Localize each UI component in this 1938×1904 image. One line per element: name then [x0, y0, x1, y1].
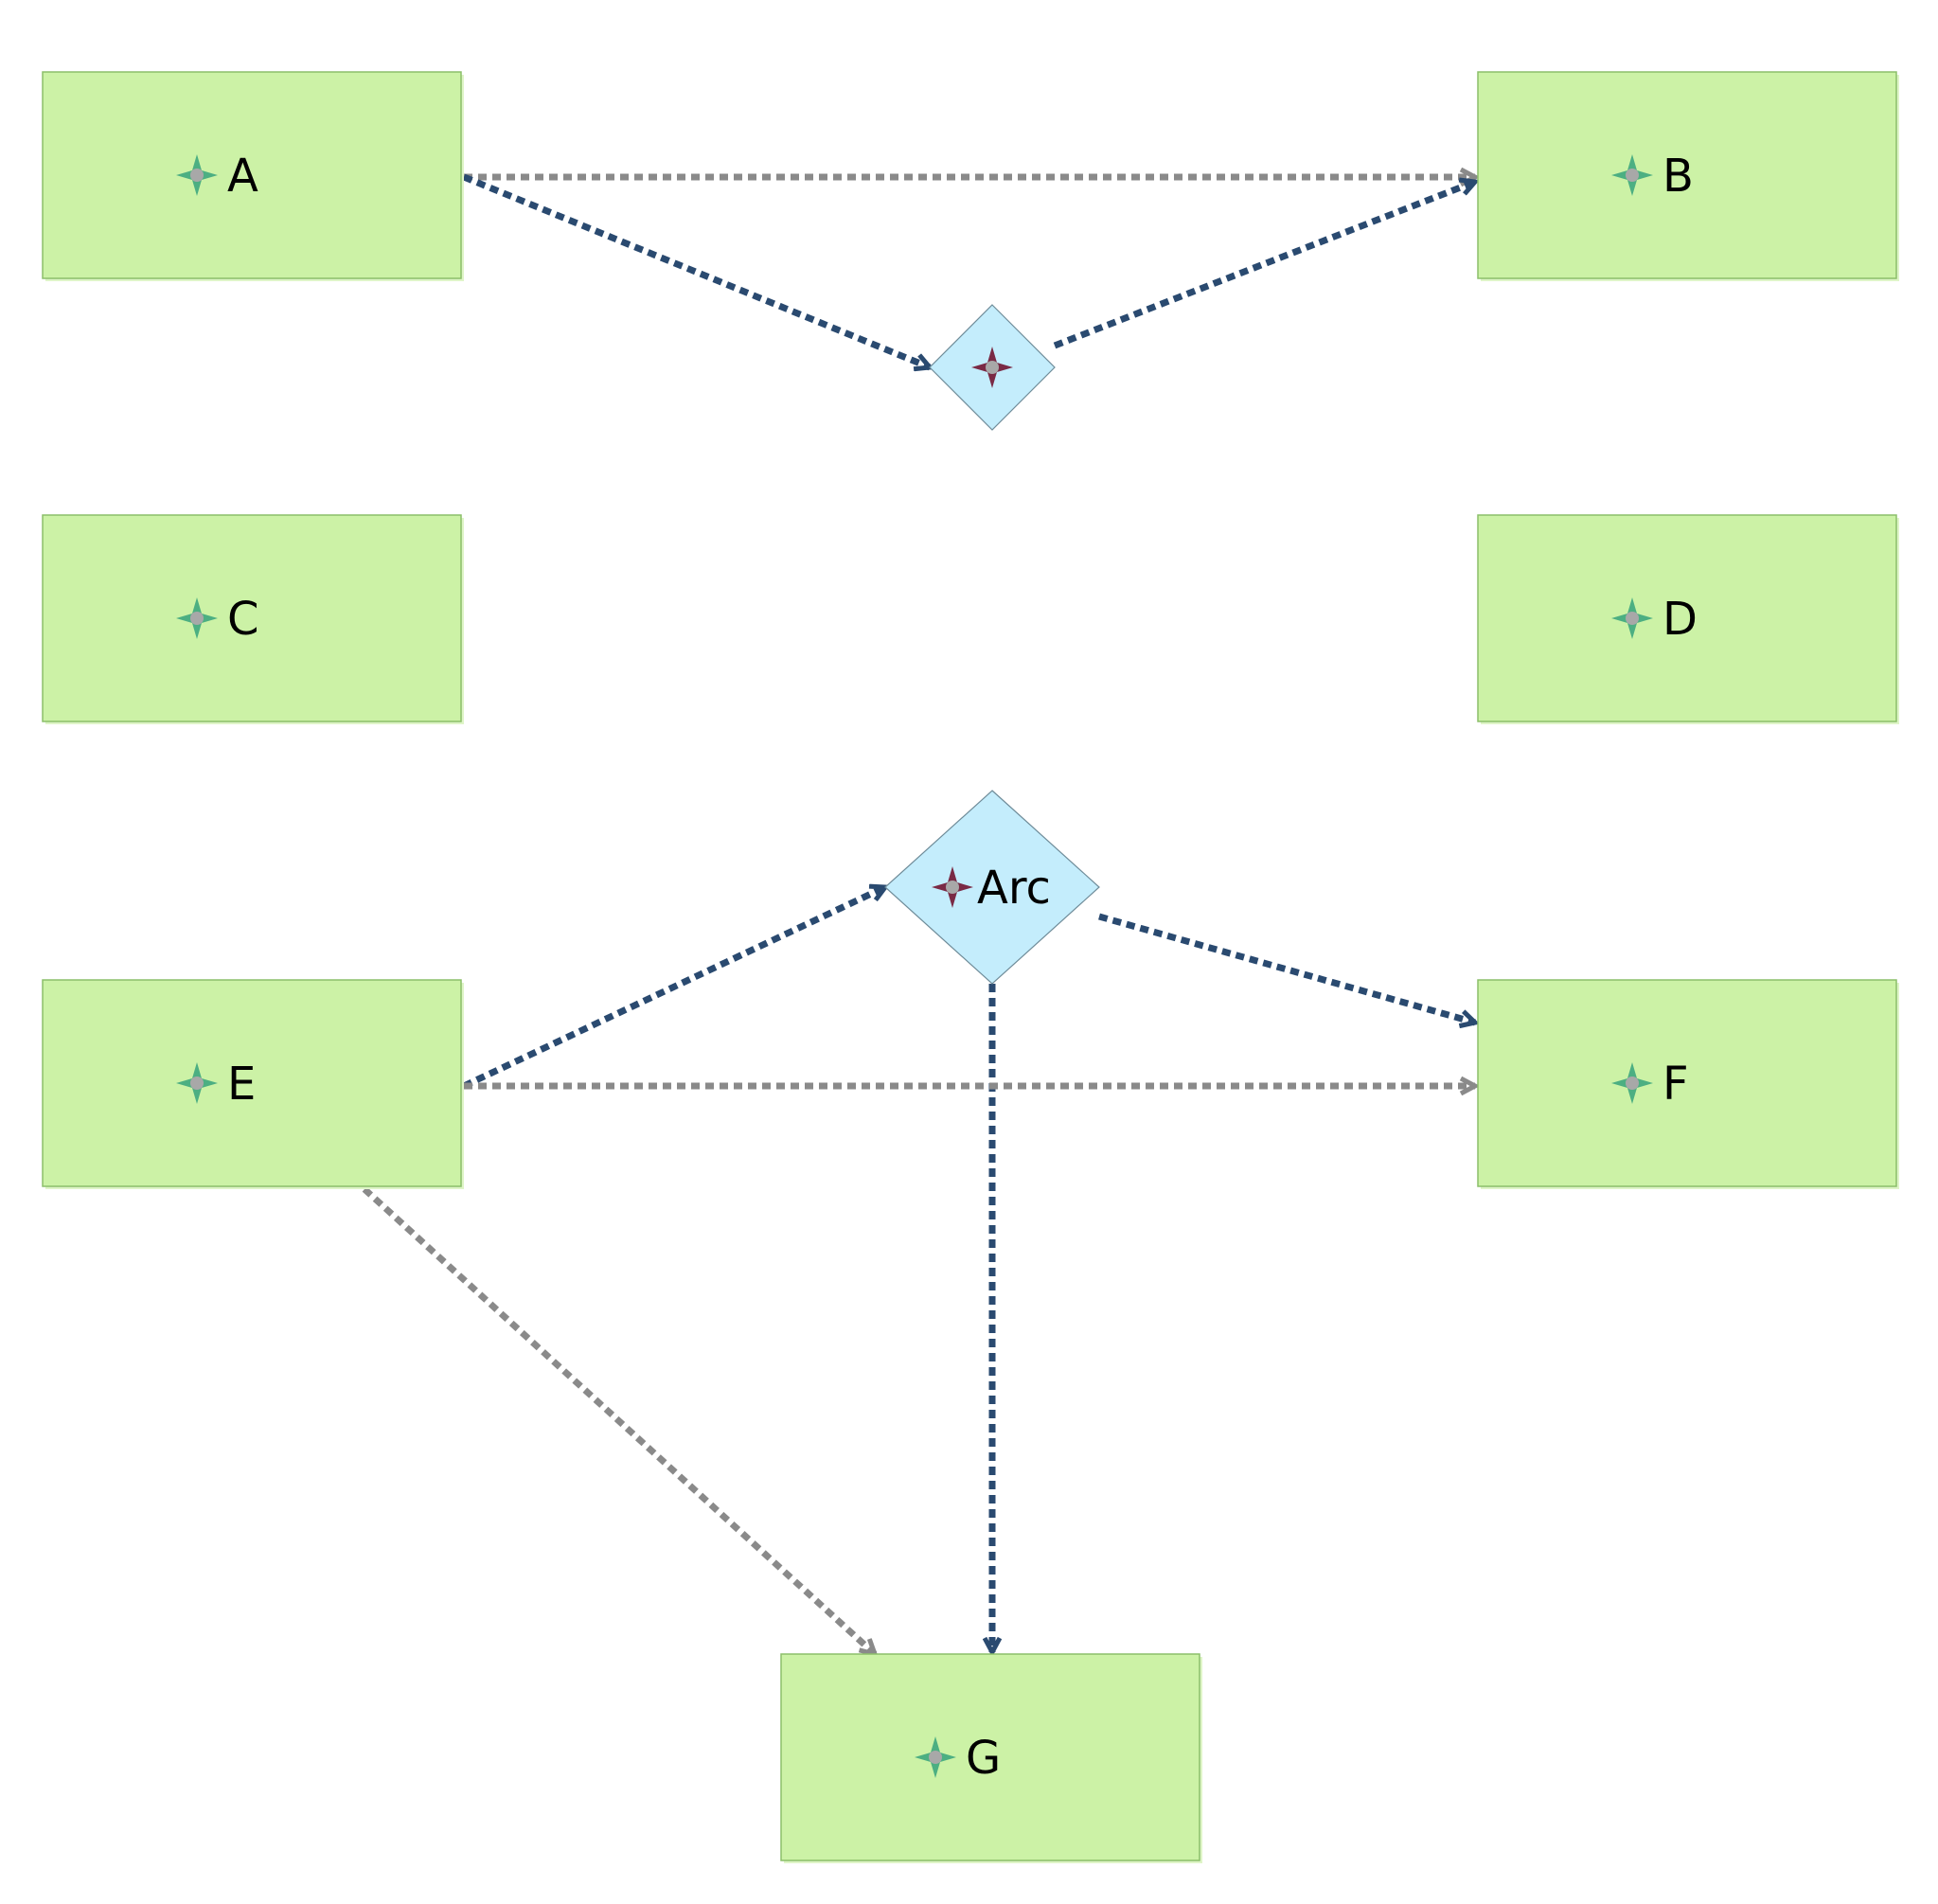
edge-e-to-g[interactable]: [362, 1186, 875, 1654]
edges-layer: [362, 173, 1475, 1654]
edge-r1-to-b[interactable]: [1053, 182, 1475, 349]
nodes-layer: A B C D E F G Arc: [42, 71, 1899, 1863]
entity-box: [1477, 979, 1897, 1187]
entity-node-d[interactable]: D: [1477, 514, 1899, 724]
entity-label: G: [966, 1732, 1001, 1785]
entity-box: [42, 514, 462, 722]
entity-box: [1477, 71, 1897, 279]
entity-label: C: [227, 593, 259, 646]
relation-diamond: [884, 790, 1100, 985]
edge-r2-to-f[interactable]: [1098, 913, 1475, 1023]
entity-box: [42, 71, 462, 279]
entity-label: A: [227, 150, 258, 203]
edge-e-to-r2[interactable]: [462, 887, 885, 1090]
edge-a-to-r1[interactable]: [462, 173, 930, 367]
entity-node-e[interactable]: E: [42, 979, 464, 1189]
relation-label: Arc: [977, 862, 1051, 915]
entity-box: [42, 979, 462, 1187]
entity-label: B: [1662, 150, 1694, 203]
relation-node-r1[interactable]: [929, 304, 1056, 431]
entity-label: D: [1662, 593, 1698, 646]
relation-node-r2[interactable]: Arc: [884, 790, 1100, 985]
entity-label: E: [227, 1058, 256, 1111]
entity-node-c[interactable]: C: [42, 514, 464, 724]
entity-label: F: [1662, 1058, 1689, 1111]
entity-box: [780, 1653, 1200, 1861]
entity-node-b[interactable]: B: [1477, 71, 1899, 281]
entity-box: [1477, 514, 1897, 722]
entity-node-a[interactable]: A: [42, 71, 464, 281]
entity-node-g[interactable]: G: [780, 1653, 1202, 1863]
entity-node-f[interactable]: F: [1477, 979, 1899, 1189]
